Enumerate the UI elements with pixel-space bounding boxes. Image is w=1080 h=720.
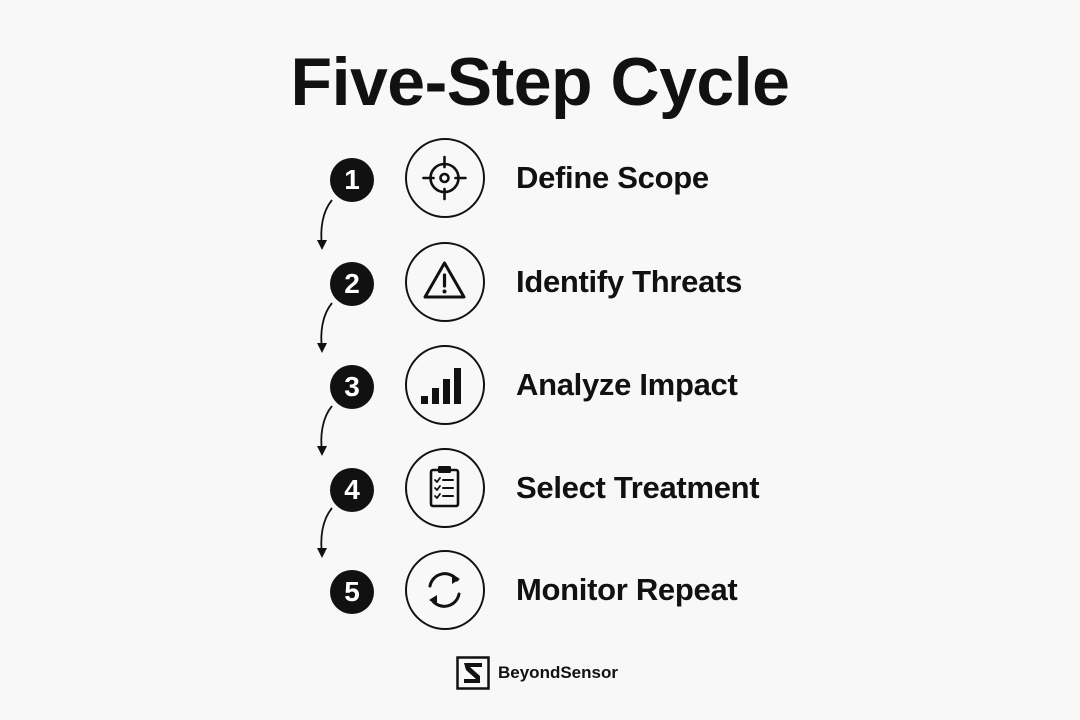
clipboard-checklist-icon [405,448,485,528]
step-label: Define Scope [516,160,709,195]
page-title: Five-Step Cycle [290,44,790,120]
step-number-badge: 5 [330,570,374,614]
step-number-badge: 2 [330,262,374,306]
step-5: 5 Monitor Repeat [0,550,1080,634]
down-arrow-icon [317,507,333,558]
step-3: 3 Analyze Impact [0,345,1080,429]
step-label: Monitor Repeat [516,572,738,607]
down-arrow-icon [317,302,333,353]
step-4: 4 Select Treatment [0,448,1080,532]
bar-chart-icon [405,345,485,425]
warning-icon [405,242,485,322]
step-label: Select Treatment [516,470,760,505]
step-label: Analyze Impact [516,367,738,402]
brand-name: BeyondSensor [498,663,618,682]
step-1: 1 Define Scope [0,138,1080,222]
down-arrow-icon [317,405,333,456]
target-icon [405,138,485,218]
refresh-cycle-icon [405,550,485,630]
step-number-badge: 1 [330,158,374,202]
step-number-badge: 3 [330,365,374,409]
step-label: Identify Threats [516,264,743,299]
step-2: 2 Identify Threats [0,242,1080,326]
down-arrow-icon [317,199,333,250]
step-number-badge: 4 [330,468,374,512]
beyondsensor-logo-icon [456,656,490,690]
